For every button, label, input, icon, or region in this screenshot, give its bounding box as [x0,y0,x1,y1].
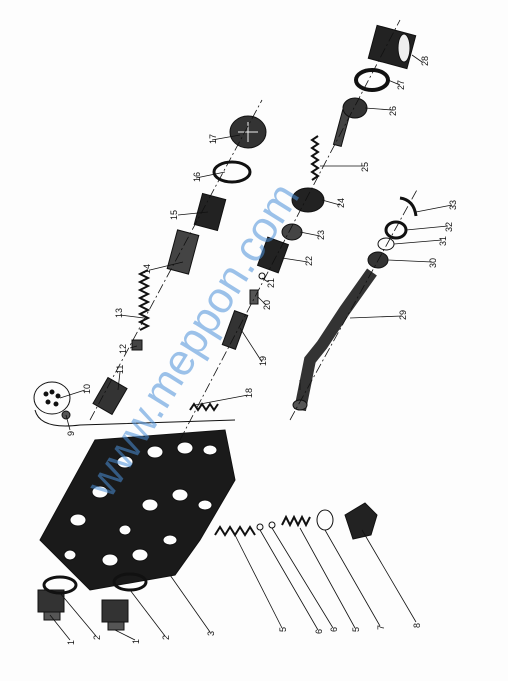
plug-1b [101,599,129,631]
spring-5b [281,514,311,528]
ball-6a [256,523,264,531]
callout-label: 8 [412,623,422,628]
spring-18 [189,402,219,412]
cap-24 [291,187,325,213]
callout-label: 10 [82,384,92,394]
callout-label: 15 [169,210,179,220]
cover-10 [33,381,71,415]
axis-lines [89,19,419,441]
callout-label: 12 [118,344,128,354]
callout-label: 3 [206,631,216,636]
valve-body [39,429,236,591]
callout-label: 33 [448,200,458,210]
plug-17 [229,115,267,149]
callout-label: 25 [360,162,370,172]
callout-label: 26 [388,106,398,116]
valve-22 [256,236,290,274]
ball-21 [258,272,266,280]
leader-lines [49,54,453,641]
spring-25 [310,135,320,181]
ball-6b [268,521,276,529]
callout-label: 22 [304,256,314,266]
valve-19 [221,310,249,350]
callout-label: 16 [192,172,202,182]
callout-label: 1 [66,640,76,645]
callout-label: 30 [428,258,438,268]
spring-5a [214,525,256,537]
piston-15 [193,192,227,232]
callout-labels: 1 2 1 2 3 5 6 6 5 7 8 9 10 11 12 13 14 1… [66,56,458,645]
callout-label: 6 [314,629,324,634]
collar-26 [342,97,368,119]
spring-13 [137,269,151,331]
nut-8 [344,502,378,540]
callout-label: 31 [438,236,448,246]
clip-33 [399,196,418,217]
callout-label: 2 [92,635,102,640]
callout-label: 17 [208,134,218,144]
callout-label: 20 [262,300,272,310]
callout-label: 18 [244,388,254,398]
callout-label: 29 [398,310,408,320]
callout-label: 5 [351,627,361,632]
callout-label: 28 [420,56,430,66]
cylinder-28 [367,24,417,70]
callout-label: 27 [396,80,406,90]
callout-label: 21 [266,278,276,288]
callout-label: 5 [278,627,288,632]
callout-label: 19 [258,356,268,366]
o-ring-16 [212,160,252,184]
cap-12 [131,339,143,351]
callout-label: 1 [131,639,141,644]
callout-label: 13 [114,308,124,318]
callout-label: 32 [444,222,454,232]
callout-label: 11 [115,365,125,374]
seal-32 [384,220,408,240]
callout-label: 24 [336,198,346,208]
callout-label: 6 [329,627,339,632]
ring-31 [377,237,395,251]
callout-label: 7 [376,625,386,630]
washer-7 [316,509,334,531]
callout-label: 23 [316,230,326,240]
gasket-outline [34,409,236,427]
callout-label: 9 [66,431,76,436]
sleeve-14 [166,229,200,275]
callout-label: 14 [142,264,152,274]
plug-1 [37,589,65,621]
callout-label: 2 [161,635,171,640]
